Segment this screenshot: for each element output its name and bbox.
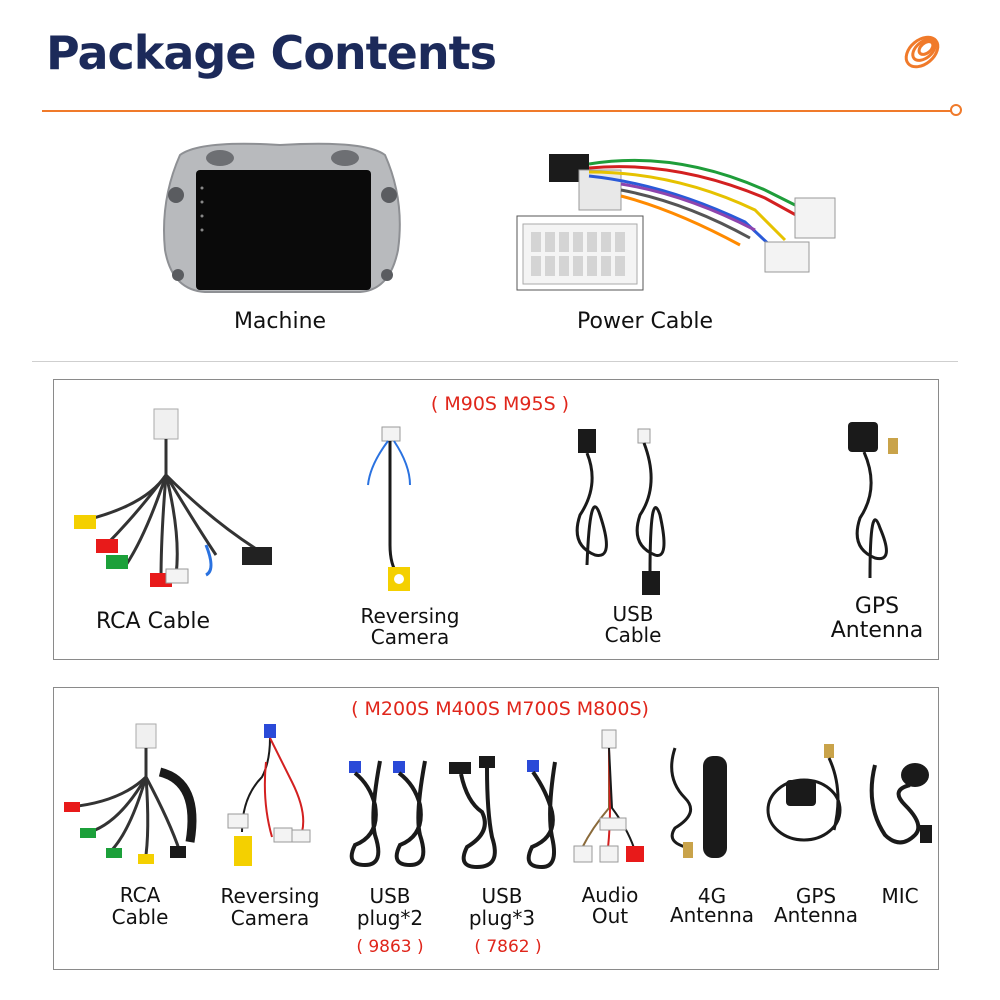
group2-models: ( M200S M400S M700S M800S) bbox=[351, 698, 649, 720]
usb-cable-image bbox=[570, 425, 690, 600]
g2-usb3-label-1: USB bbox=[481, 884, 523, 908]
g1-gps-label-1: GPS bbox=[854, 594, 900, 619]
g2-mic-label: MIC bbox=[881, 884, 919, 908]
g2-rca-label-1: RCA bbox=[119, 883, 161, 907]
g2-rca-label-2: Cable bbox=[111, 905, 169, 929]
machine-image bbox=[160, 140, 405, 300]
g2-reversing-label-2: Camera bbox=[230, 906, 310, 930]
header-rule bbox=[42, 110, 952, 112]
brand-logo-icon bbox=[898, 28, 946, 76]
usb-plug-3-image bbox=[447, 752, 562, 877]
g1-gps-label-2: Antenna bbox=[830, 618, 924, 643]
g2-reversing-label-1: Reversing bbox=[220, 884, 320, 908]
g2-usb2-code: ( 9863 ) bbox=[356, 937, 424, 957]
power-cable-label: Power Cable bbox=[577, 309, 713, 334]
g1-reversing-label-1: Reversing bbox=[360, 604, 460, 628]
audio-out-image bbox=[572, 728, 652, 873]
g2-4g-label-1: 4G bbox=[697, 884, 727, 908]
4g-antenna-image bbox=[665, 738, 755, 863]
reversing-camera-image bbox=[360, 425, 430, 605]
g2-usb3-label-2: plug*3 bbox=[468, 906, 536, 930]
section-separator bbox=[32, 361, 958, 362]
power-cable-image bbox=[515, 150, 845, 295]
rca-cable-image-2 bbox=[60, 722, 200, 872]
g1-usb-label-1: USB bbox=[612, 602, 654, 626]
mic-image bbox=[865, 745, 935, 855]
g2-4g-label-2: Antenna bbox=[669, 903, 755, 927]
g2-audio-label-2: Out bbox=[591, 904, 629, 928]
machine-label: Machine bbox=[233, 309, 327, 334]
group1-box bbox=[53, 379, 939, 660]
gps-antenna-image bbox=[840, 418, 910, 588]
group2-box bbox=[53, 687, 939, 970]
rca-cable-image bbox=[66, 405, 281, 605]
g2-audio-label-1: Audio bbox=[581, 883, 639, 907]
g2-usb2-label-1: USB bbox=[369, 884, 411, 908]
g2-usb3-code: ( 7862 ) bbox=[474, 937, 542, 957]
g1-rca-cable-label: RCA Cable bbox=[95, 609, 211, 634]
usb-plug-2-image bbox=[345, 755, 435, 875]
g1-usb-label-2: Cable bbox=[604, 623, 662, 647]
header-rule-dot bbox=[950, 104, 962, 116]
reversing-camera-image-2 bbox=[222, 722, 322, 872]
g2-usb2-label-2: plug*2 bbox=[356, 906, 424, 930]
page-title: Package Contents bbox=[46, 26, 497, 80]
g1-reversing-label-2: Camera bbox=[370, 625, 450, 649]
group1-models: ( M90S M95S ) bbox=[430, 393, 570, 415]
g2-gps-label-2: Antenna bbox=[773, 903, 859, 927]
gps-antenna-image-2 bbox=[764, 740, 854, 860]
g2-gps-label-1: GPS bbox=[795, 884, 837, 908]
